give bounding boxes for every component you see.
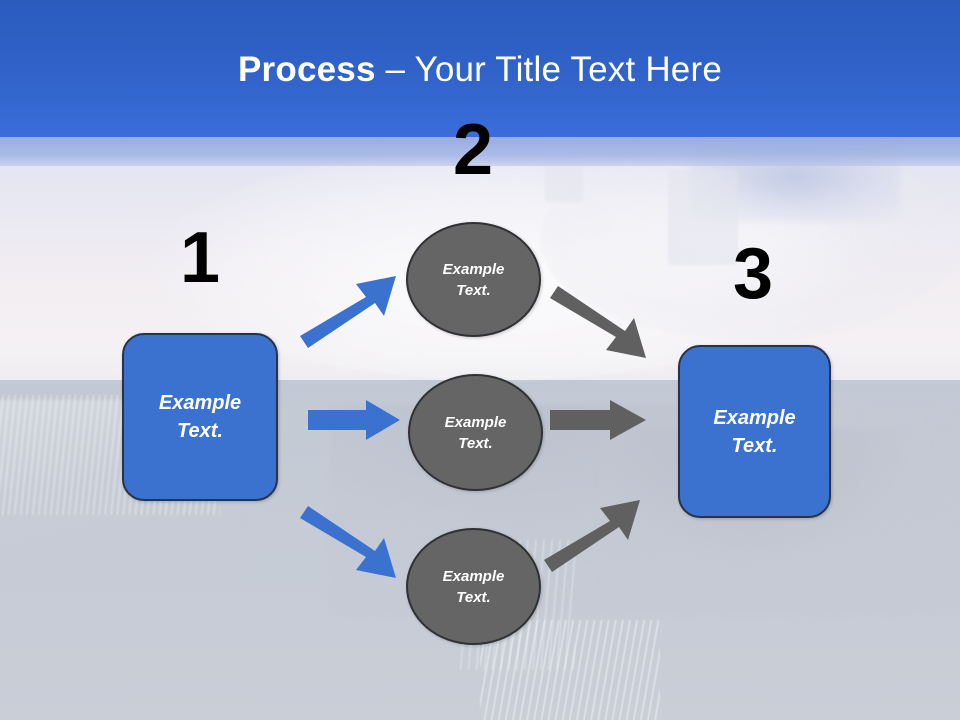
arrow-circle-top-to-end (550, 286, 646, 358)
node-circle-bottom[interactable]: Example Text. (406, 528, 541, 645)
node-end-box[interactable]: Example Text. (678, 345, 831, 518)
node-circle-bottom-text: Example Text. (443, 566, 505, 608)
arrow-start-to-circle-bottom (300, 506, 396, 578)
node-circle-middle-line1: Example (444, 413, 507, 431)
background-tower-shape-secondary (668, 170, 738, 265)
node-start-box-text: Example Text. (159, 389, 241, 445)
node-end-box-line2: Text. (731, 434, 778, 457)
node-circle-top-line2: Text. (456, 281, 491, 299)
page-title-bold: Process (238, 50, 376, 89)
step-number-1: 1 (179, 218, 221, 298)
node-circle-middle-line2: Text. (458, 434, 493, 452)
node-circle-top[interactable]: Example Text. (406, 222, 541, 337)
arrow-start-to-circle-middle (308, 400, 400, 440)
node-circle-top-line1: Example (442, 260, 505, 278)
background-waterfall (480, 620, 660, 720)
arrow-circle-bottom-to-end (544, 500, 640, 572)
node-circle-middle[interactable]: Example Text. (408, 374, 543, 491)
step-number-3: 3 (732, 234, 774, 314)
node-circle-bottom-line2: Text. (456, 588, 491, 606)
node-start-box-line2: Text. (177, 420, 223, 442)
page-title: Process – Your Title Text Here (0, 49, 960, 91)
node-end-box-text: Example Text. (713, 404, 795, 460)
step-number-2: 2 (452, 110, 494, 190)
node-end-box-line1: Example (713, 406, 796, 429)
page-title-rest: – Your Title Text Here (375, 50, 722, 89)
node-start-box[interactable]: Example Text. (122, 333, 278, 501)
node-circle-bottom-line1: Example (442, 567, 505, 585)
title-banner (0, 0, 960, 137)
arrow-circle-middle-to-end (550, 400, 646, 440)
background-hull-shape-secondary (540, 140, 960, 340)
title-underband (0, 137, 960, 166)
node-circle-top-text: Example Text. (443, 259, 505, 301)
node-start-box-line1: Example (158, 392, 242, 414)
node-circle-middle-text: Example Text. (445, 412, 507, 454)
arrow-start-to-circle-top (300, 276, 396, 348)
